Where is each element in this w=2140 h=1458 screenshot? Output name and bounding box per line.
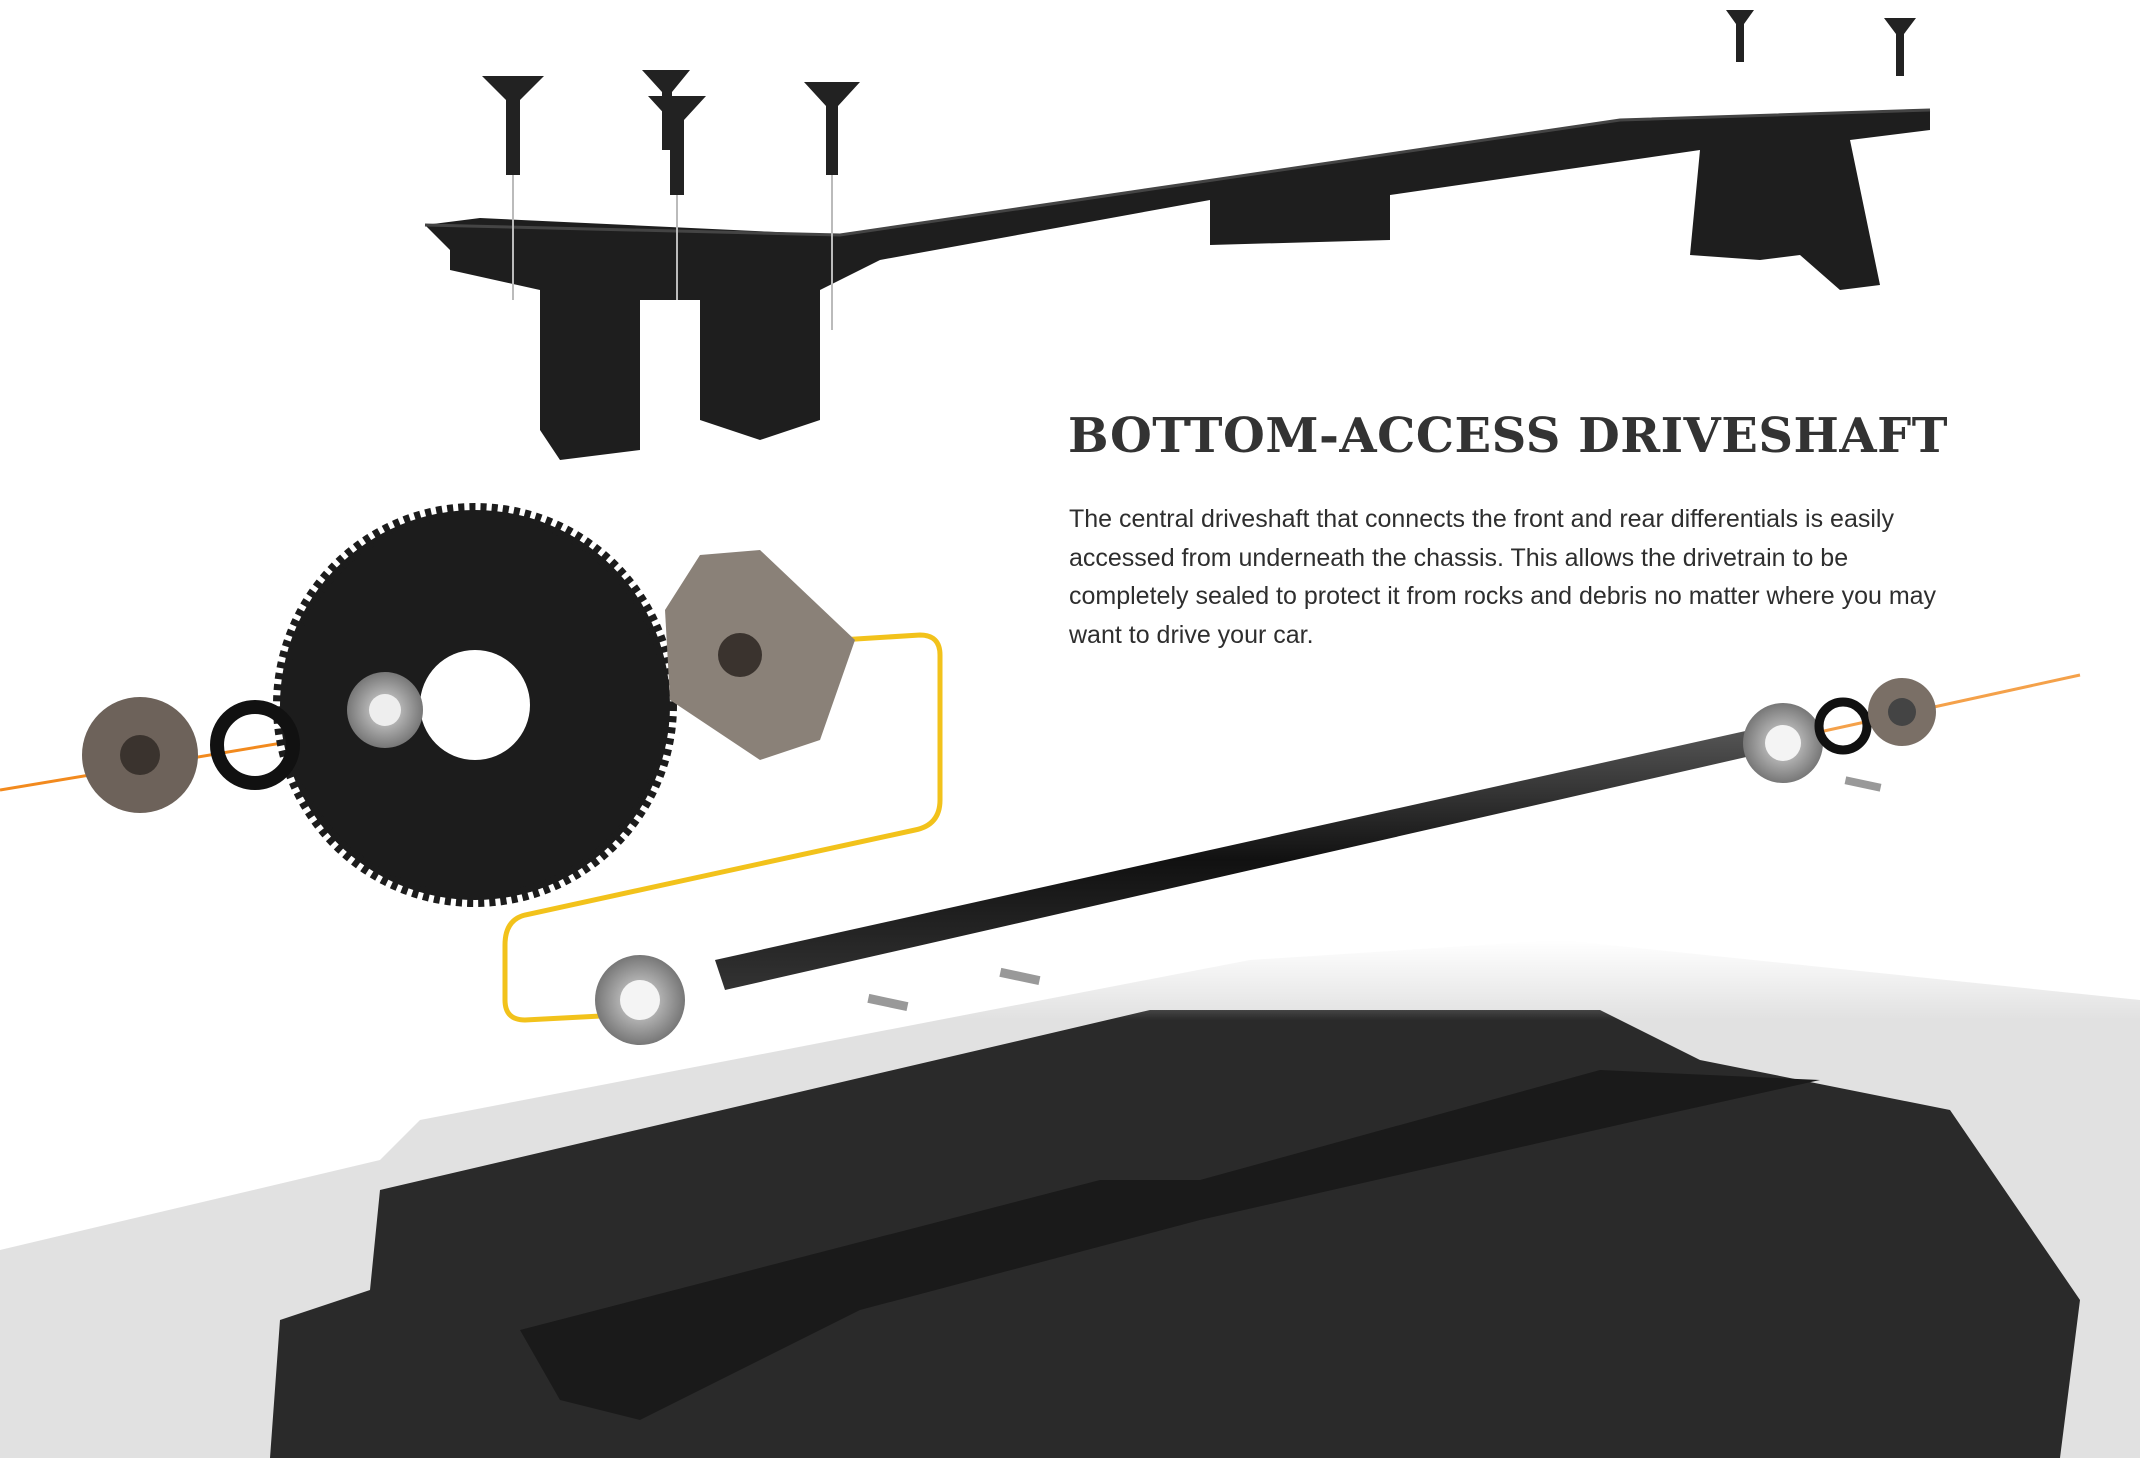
pinion-gear <box>82 697 198 813</box>
section-description: The central driveshaft that connects the… <box>1069 505 1937 649</box>
assembly-guide-line <box>502 632 943 1023</box>
washer <box>210 700 300 790</box>
chassis-plate <box>0 940 2140 1458</box>
screw-icon <box>804 82 860 330</box>
screw-icon <box>1726 10 1754 62</box>
spur-gear <box>273 503 677 907</box>
screw-icon <box>1884 18 1916 76</box>
hub <box>665 550 855 760</box>
screws <box>482 10 1916 330</box>
upper-brace <box>424 108 1931 460</box>
screw-icon <box>482 76 544 300</box>
screw-icon <box>648 96 706 300</box>
driveshaft <box>595 678 1936 1045</box>
section-title: BOTTOM-ACCESS DRIVESHAFT <box>1068 408 1948 464</box>
